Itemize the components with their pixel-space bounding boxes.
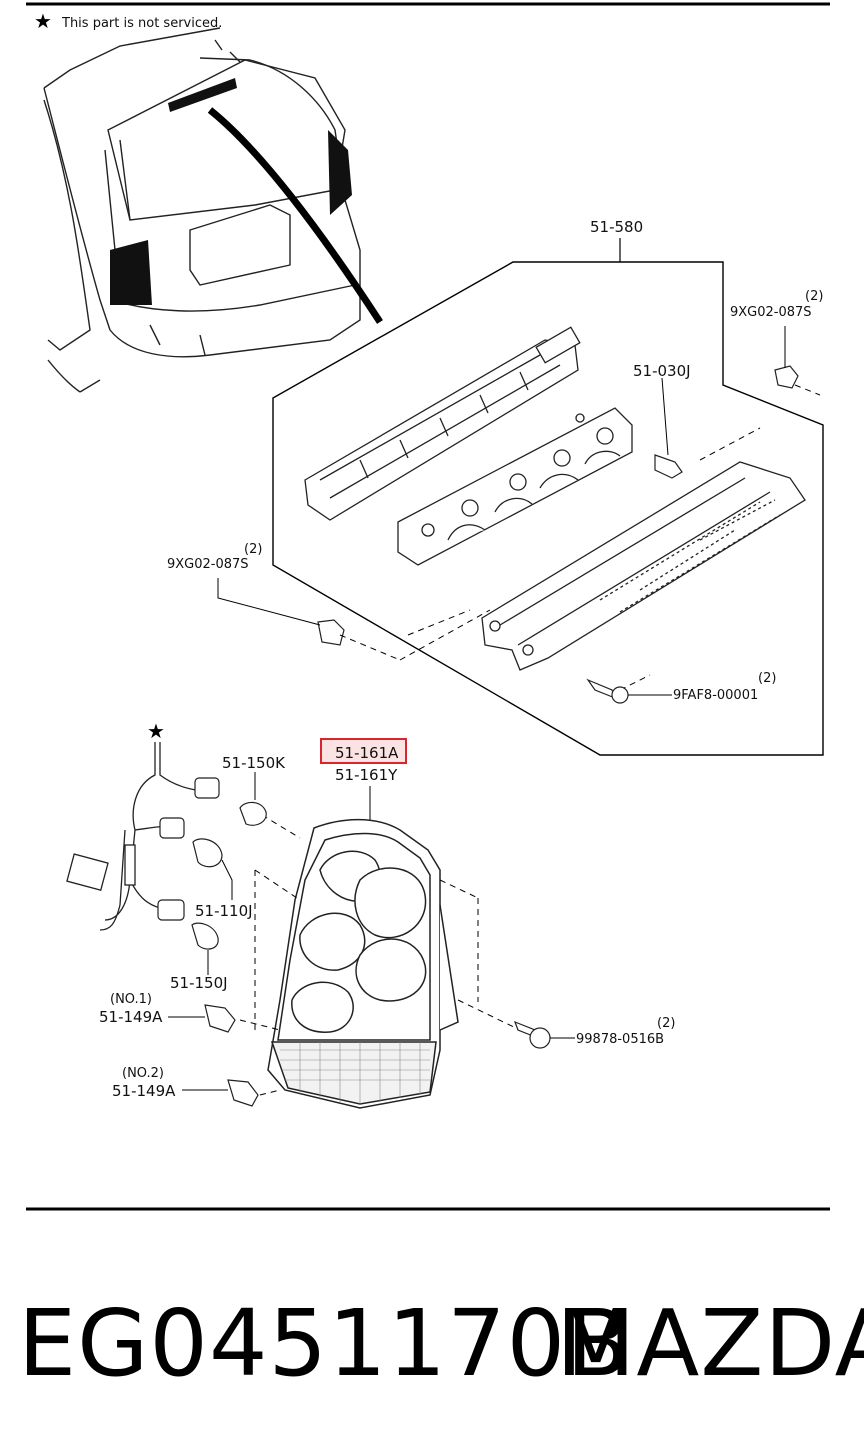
qty-clip-top-right: (2) <box>805 289 823 304</box>
reverse-lens-hatch <box>280 1042 430 1104</box>
label-9xg02-top: 9XG02-087S <box>730 305 812 320</box>
rear-combination-lamp <box>267 818 459 1109</box>
not-serviced-note: ★ This part is not serviced. <box>34 9 222 33</box>
socket-and-bulb-150j <box>157 899 219 950</box>
wiring-harness <box>66 742 206 931</box>
label-99878: 99878-0516B <box>576 1032 664 1047</box>
label-51-030j: 51-030J <box>633 362 691 380</box>
label-9faf8: 9FAF8-00001 <box>673 688 758 703</box>
grommet-no1 <box>204 1004 236 1033</box>
label-51-150k: 51-150K <box>222 754 286 772</box>
label-51-110j: 51-110J <box>195 902 253 920</box>
brand-name: MAZDA <box>556 1290 864 1397</box>
clip-top-right <box>774 365 799 389</box>
harness-star-icon: ★ <box>147 719 165 743</box>
vehicle-left-lamp <box>110 240 152 305</box>
assembly-leader-lines <box>339 384 821 691</box>
screw-99878 <box>513 1020 551 1049</box>
screw-9faf8 <box>586 678 629 704</box>
label-51-161a: 51-161A <box>335 744 399 762</box>
qty-screw-9faf8: (2) <box>758 671 776 686</box>
tag-no1: (NO.1) <box>110 992 152 1007</box>
label-51-150j: 51-150J <box>170 974 228 992</box>
pointer-line <box>207 107 383 324</box>
assembly-group-outline <box>272 261 824 756</box>
star-icon: ★ <box>34 9 52 33</box>
bulb-51-030j <box>654 454 683 479</box>
tag-no2: (NO.2) <box>122 1066 164 1081</box>
lamp-leader-lines <box>239 814 521 1096</box>
reflector-plate <box>397 407 633 566</box>
highlight-box-51-161a <box>320 738 407 764</box>
vehicle-rear-illustration <box>43 27 361 393</box>
vehicle-high-mount-lamp <box>168 78 237 112</box>
grommet-no2 <box>227 1079 259 1107</box>
label-51-149a-no2: 51-149A <box>112 1082 176 1100</box>
note-text: This part is not serviced. <box>61 16 222 31</box>
socket-and-bulb-110j <box>159 817 223 868</box>
label-51-161y: 51-161Y <box>335 766 398 784</box>
vehicle-right-lamp <box>328 130 352 215</box>
socket-and-bulb-150k <box>194 777 267 826</box>
qty-clip-left: (2) <box>244 542 262 557</box>
clip-left <box>317 619 345 646</box>
qty-screw-99878: (2) <box>657 1016 675 1031</box>
part-number: EG0451170B <box>18 1290 631 1397</box>
high-mount-lens <box>481 461 806 671</box>
label-9xg02-left: 9XG02-087S <box>167 557 249 572</box>
high-mount-housing <box>304 326 581 521</box>
label-51-580: 51-580 <box>590 218 643 236</box>
label-51-149a-no1: 51-149A <box>99 1008 163 1026</box>
